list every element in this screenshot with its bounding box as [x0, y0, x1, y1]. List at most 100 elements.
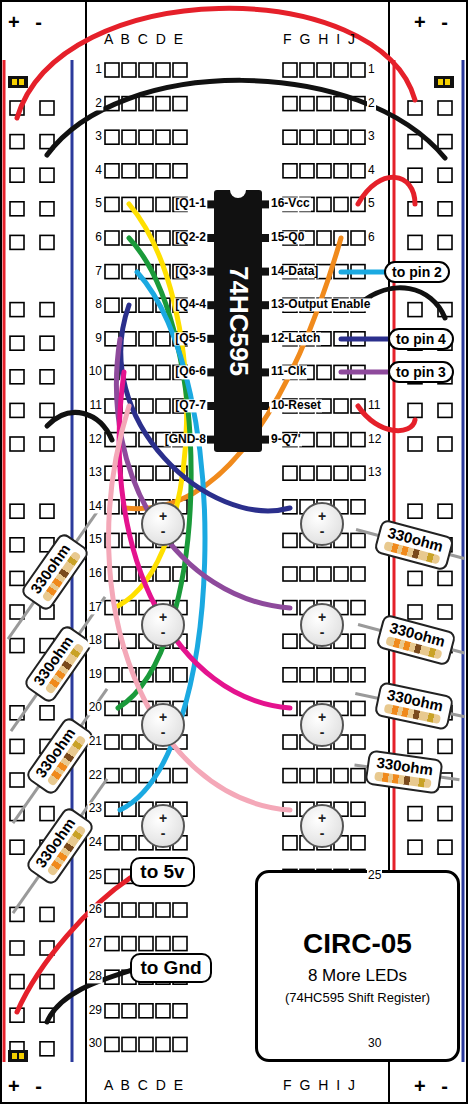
polarity-mark: -: [161, 524, 166, 539]
breadboard-hole: [10, 202, 24, 216]
breadboard-hole: [156, 399, 170, 413]
breadboard-hole: [173, 668, 187, 682]
breadboard-hole: [173, 63, 187, 77]
breadboard-hole: [105, 130, 119, 144]
rail-lines: [3, 60, 6, 1062]
breadboard-hole: [317, 63, 331, 77]
row-number: 25: [88, 870, 103, 883]
breadboard-hole: [10, 975, 24, 989]
row-number: 15: [88, 534, 103, 547]
breadboard-hole: [300, 668, 314, 682]
breadboard-hole: [438, 135, 452, 149]
resistor-leads: [11, 597, 105, 731]
row-number: 23: [88, 803, 103, 816]
breadboard-hole: [156, 1037, 170, 1051]
power-callout: to 5v: [130, 857, 195, 887]
breadboard-hole: [408, 168, 422, 182]
breadboard-hole: [122, 735, 136, 749]
polarity-mark: +: [159, 610, 167, 625]
breadboard-hole: [300, 97, 314, 111]
chip-pin: [262, 402, 269, 410]
breadboard-hole: [173, 769, 187, 783]
breadboard-hole: [334, 567, 348, 581]
node-text: 74HC595: [223, 266, 254, 376]
breadboard-hole: [10, 739, 24, 753]
rail-jumpers: [445, 79, 450, 85]
breadboard-hole: [40, 907, 54, 921]
breadboard-hole: [334, 668, 348, 682]
resistor-leads: [13, 689, 107, 823]
chip-pin: [207, 402, 214, 410]
resistor: 330ohm: [24, 715, 96, 797]
jumper-wires: [17, 8, 445, 1022]
polarity-mark: +: [159, 509, 167, 524]
led: +-: [141, 502, 185, 546]
breadboard-hole: [334, 130, 348, 144]
led: +-: [300, 502, 344, 546]
chip-pin: [207, 200, 214, 208]
breadboard-hole: [334, 164, 348, 178]
breadboard-hole: [438, 739, 452, 753]
breadboard-hole: [40, 235, 54, 249]
resistor-leads: [13, 689, 107, 823]
breadboard-hole: [283, 130, 297, 144]
breadboard-hole: [351, 164, 365, 178]
node-text: (74HC595 Shift Register): [285, 990, 430, 1005]
breadboard-hole: [156, 1004, 170, 1018]
breadboard-hole: [438, 168, 452, 182]
breadboard-hole: [173, 937, 187, 951]
breadboard-hole: [438, 202, 452, 216]
chip-pin: [207, 436, 214, 444]
breadboard-hole: [122, 567, 136, 581]
breadboard-hole: [351, 533, 365, 547]
breadboard-hole: [156, 97, 170, 111]
resistor: 330ohm: [373, 518, 455, 571]
polarity-mark: -: [161, 725, 166, 740]
breadboard-hole: [10, 571, 24, 585]
breadboard-hole: [351, 500, 365, 514]
column-letters: F G H I J: [283, 1078, 355, 1093]
jumper-wires: [116, 339, 290, 608]
chip-pin: [207, 368, 214, 376]
breadboard-hole: [105, 197, 119, 211]
breadboard-hole: [105, 231, 119, 245]
breadboard-hole: [10, 135, 24, 149]
breadboard-hole: [283, 735, 297, 749]
breadboard-hole: [105, 63, 119, 77]
breadboard-hole: [351, 567, 365, 581]
breadboard-hole: [105, 869, 119, 883]
breadboard-hole: [122, 836, 136, 850]
node-text: to pin 4: [396, 331, 446, 347]
jumper-wires: [341, 370, 388, 375]
resistor-leads: [11, 597, 105, 731]
row-number: 13: [88, 467, 103, 480]
breadboard-hole: [122, 903, 136, 917]
breadboard-hole: [156, 365, 170, 379]
column-letters: A B C D E: [104, 1078, 183, 1093]
breadboard-hole: [40, 168, 54, 182]
row-number: 27: [88, 937, 103, 950]
row-number: 10: [88, 366, 103, 379]
row-number: 8: [94, 299, 103, 312]
breadboard-hole: [408, 303, 422, 317]
breadboard-hole: [438, 101, 452, 115]
breadboard-hole: [408, 101, 422, 115]
breadboard-hole: [300, 769, 314, 783]
rail-jumpers: [8, 76, 28, 88]
chip-pin: [207, 268, 214, 276]
breadboard-hole: [156, 164, 170, 178]
breadboard-hole: [408, 504, 422, 518]
breadboard-hole: [40, 504, 54, 518]
row-number: 2: [94, 97, 103, 110]
breadboard-hole: [351, 836, 365, 850]
polarity-mark: -: [320, 524, 325, 539]
breadboard-hole: [122, 164, 136, 178]
breadboard-hole: [156, 937, 170, 951]
breadboard-hole: [283, 836, 297, 850]
led: +-: [300, 804, 344, 848]
polarity-mark: -: [320, 826, 325, 841]
breadboard-hole: [40, 975, 54, 989]
breadboard-hole: [300, 63, 314, 77]
breadboard-hole: [283, 533, 297, 547]
